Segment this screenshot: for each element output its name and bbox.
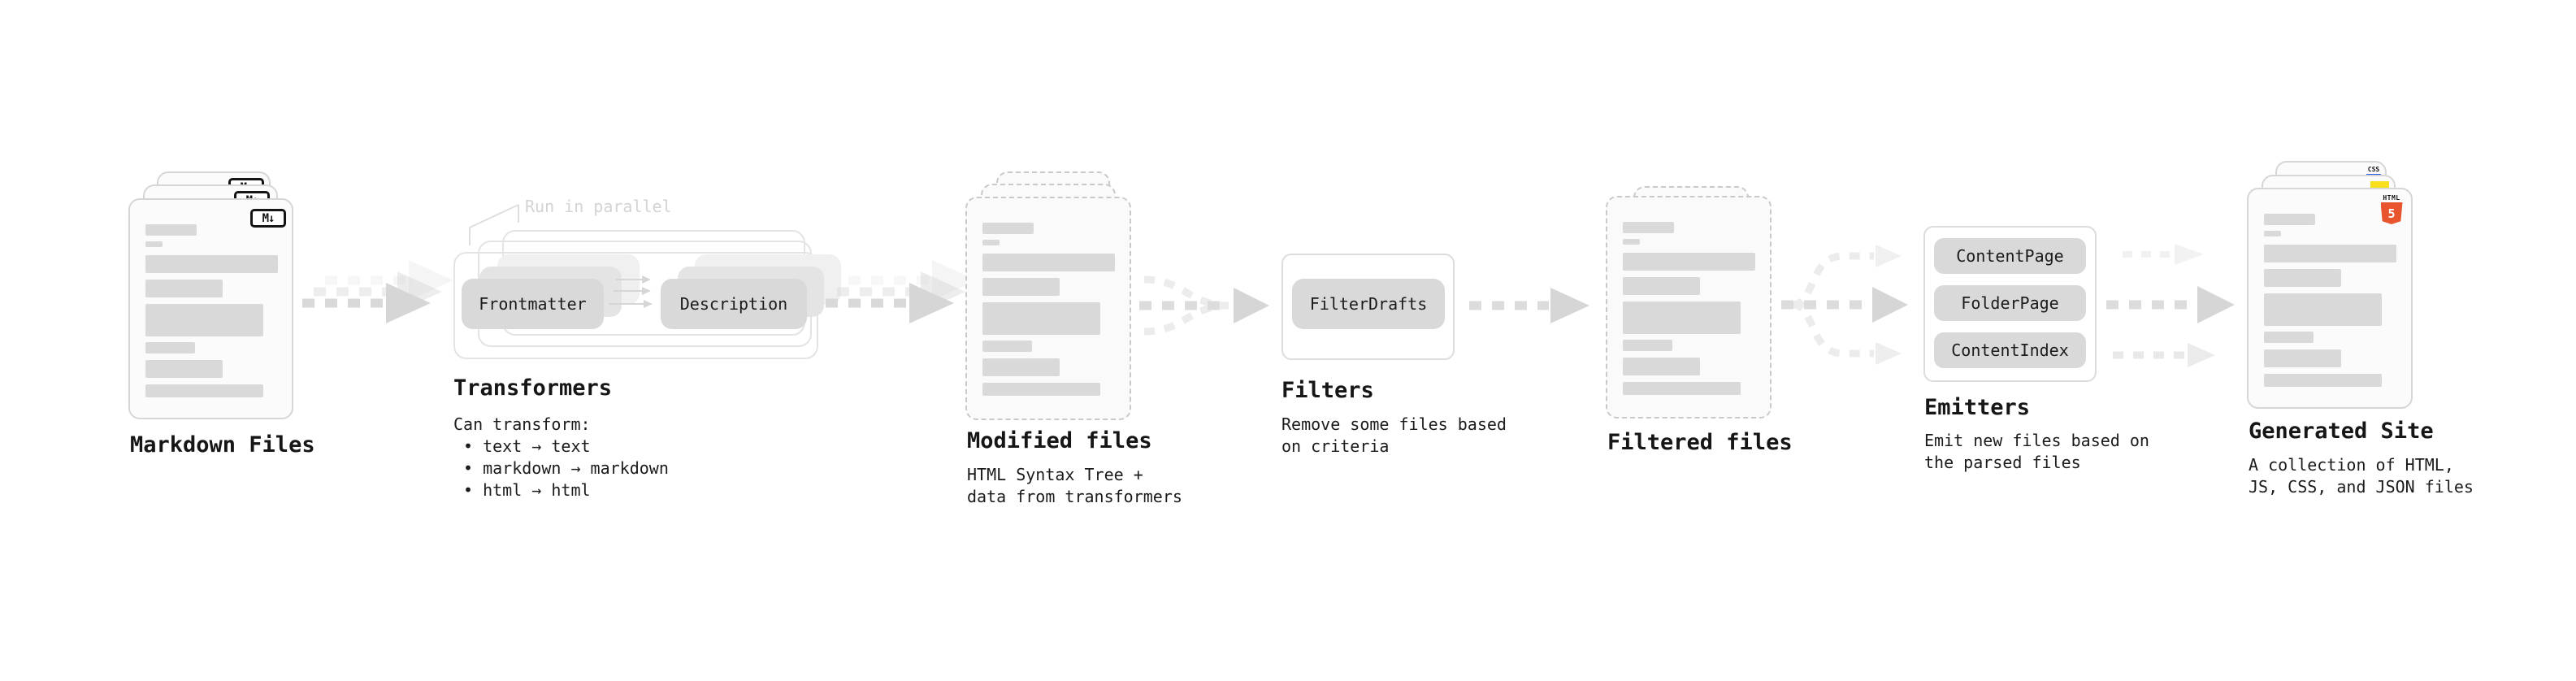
placeholder-line [2264, 245, 2396, 262]
placeholder-line [1623, 277, 1700, 295]
placeholder-line [145, 241, 163, 247]
folderpage-emitter: FolderPage [1934, 285, 2086, 321]
description-step: Description [661, 279, 807, 329]
placeholder-line [2264, 269, 2341, 287]
html5-icon: HTML 5 [2379, 194, 2404, 224]
contentpage-emitter: ContentPage [1934, 238, 2086, 274]
placeholder-line [2264, 332, 2314, 343]
placeholder-line [145, 342, 195, 354]
modified-files-title: Modified files [967, 428, 1152, 453]
transformers-desc-heading: Can transform: [453, 414, 591, 434]
placeholder-line [982, 358, 1060, 376]
arrow-filters-to-filtered [1469, 288, 1589, 323]
parallel-arrows-icon [609, 275, 653, 308]
placeholder-line [1623, 301, 1741, 334]
placeholder-line [145, 304, 263, 336]
placeholder-line [145, 384, 263, 397]
placeholder-line [145, 255, 278, 273]
placeholder-line [2264, 231, 2281, 236]
arrow-filtered-to-emitters [1781, 245, 1908, 365]
placeholder-line [1623, 222, 1674, 233]
filters-title: Filters [1281, 378, 1374, 403]
placeholder-line [145, 280, 223, 297]
placeholder-line [2264, 374, 2382, 387]
placeholder-line [982, 278, 1060, 296]
placeholder-line [2264, 293, 2382, 326]
transformers-bullet: • html → html [463, 480, 591, 500]
filterdrafts-step: FilterDrafts [1292, 279, 1445, 329]
modified-file-card-front [965, 197, 1131, 420]
parallel-note-callout-line [469, 204, 519, 245]
placeholder-line [982, 383, 1100, 396]
placeholder-line [982, 340, 1032, 352]
arrow-transformers-to-modified [826, 260, 977, 323]
generated-site-desc: A collection of HTML, [2249, 455, 2454, 475]
filters-desc: Remove some files based [1281, 414, 1507, 434]
parallel-note: Run in parallel [525, 197, 672, 216]
contentindex-emitter: ContentIndex [1934, 332, 2086, 368]
placeholder-line [1623, 239, 1640, 245]
filters-desc: on criteria [1281, 436, 1390, 456]
placeholder-line [1623, 382, 1741, 395]
placeholder-line [982, 302, 1100, 335]
modified-files-desc: data from transformers [967, 487, 1182, 506]
placeholder-line [1623, 253, 1755, 271]
placeholder-line [145, 360, 223, 378]
modified-files-desc: HTML Syntax Tree + [967, 465, 1143, 484]
placeholder-line [145, 224, 197, 236]
placeholder-line [2264, 349, 2341, 367]
emitters-desc: Emit new files based on [1924, 431, 2149, 450]
javascript-icon [2370, 181, 2389, 190]
site-file-card-html: HTML 5 [2247, 188, 2413, 409]
markdown-file-card-front: M↓ [128, 198, 293, 419]
filtered-file-card-front [1606, 196, 1772, 419]
filtered-files-title: Filtered files [1607, 430, 1793, 455]
arrow-emitters-to-site [2106, 244, 2235, 367]
generated-site-title: Generated Site [2249, 419, 2434, 444]
arrow-markdown-to-transformers [302, 260, 453, 323]
transformers-bullet: • text → text [463, 436, 591, 456]
emitters-desc: the parsed files [1924, 453, 2081, 472]
markdown-icon: M↓ [250, 209, 286, 228]
generated-site-desc: JS, CSS, and JSON files [2249, 477, 2474, 497]
arrow-modified-to-filters [1139, 275, 1269, 336]
placeholder-line [982, 254, 1115, 271]
placeholder-line [982, 240, 1000, 245]
placeholder-line [1623, 358, 1700, 375]
transformers-title: Transformers [453, 375, 613, 401]
markdown-files-title: Markdown Files [130, 432, 315, 458]
emitters-title: Emitters [1924, 395, 2031, 420]
placeholder-line [982, 223, 1034, 234]
placeholder-line [1623, 340, 1672, 351]
placeholder-line [2264, 214, 2315, 225]
frontmatter-step: Frontmatter [462, 279, 604, 329]
transformers-bullet: • markdown → markdown [463, 458, 669, 478]
